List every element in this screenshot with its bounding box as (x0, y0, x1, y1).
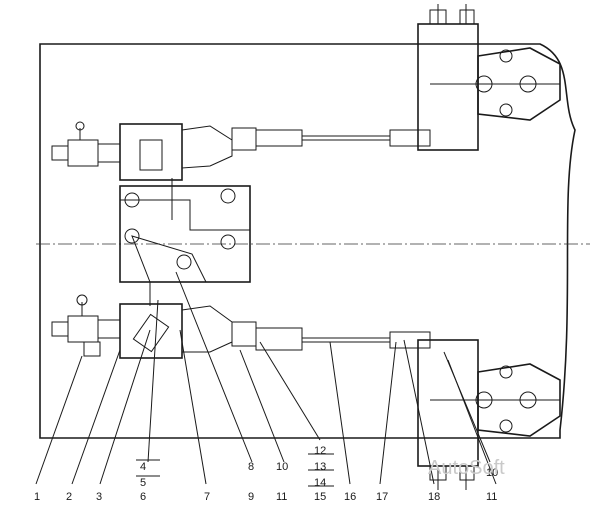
callout-6: 6 (140, 491, 146, 503)
callout-10: 10 (276, 461, 288, 473)
mounting-bracket (119, 178, 251, 306)
upper-lever-mechanism (417, 4, 561, 151)
callout-17: 17 (376, 491, 388, 503)
base-plate (36, 43, 590, 439)
lower-lever-mechanism (417, 339, 561, 490)
callout-1: 1 (34, 491, 40, 503)
watermark: AutoSoft (428, 457, 505, 479)
callout-15: 15 (314, 491, 326, 503)
callout-5: 5 (140, 477, 146, 489)
callout-3: 3 (96, 491, 102, 503)
callout-11: 11 (276, 491, 287, 503)
callout-16: 16 (344, 491, 356, 503)
callout-2: 2 (66, 491, 72, 503)
callout-12: 12 (314, 445, 326, 457)
callout-labels: 1 2 3 4 5 6 7 8 9 10 11 12 13 14 15 16 1… (34, 445, 498, 503)
callout-9: 9 (248, 491, 254, 503)
callout-7: 7 (204, 491, 210, 503)
callout-14: 14 (314, 477, 326, 489)
callout-10-right: 10 (486, 467, 498, 479)
callout-13: 13 (314, 461, 326, 473)
leader-lines (35, 271, 497, 487)
lower-valve-assembly (51, 294, 431, 359)
callout-8: 8 (248, 461, 254, 473)
callout-18: 18 (428, 491, 440, 503)
callout-11-right: 11 (486, 491, 497, 503)
callout-4: 4 (140, 461, 146, 473)
upper-valve-assembly (51, 121, 431, 181)
